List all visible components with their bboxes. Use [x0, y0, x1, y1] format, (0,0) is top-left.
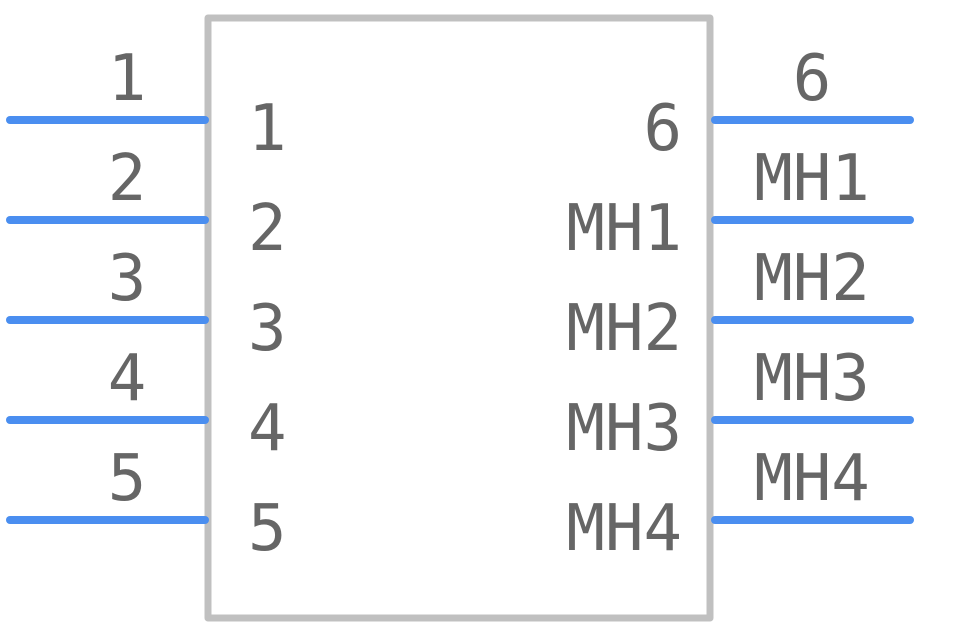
pin-number-label: 1 [108, 42, 147, 116]
pin-name-label: 3 [248, 292, 287, 366]
pin-number-label: MH2 [754, 242, 870, 316]
pin-number-label: 3 [108, 242, 147, 316]
pin-name-label: 4 [248, 392, 287, 466]
pin-number-label: 2 [108, 142, 147, 216]
pin-name-label: 6 [643, 92, 682, 166]
pin-name-label: MH3 [566, 392, 682, 466]
pin-name-label: 2 [248, 192, 287, 266]
pin-number-label: MH4 [754, 442, 870, 516]
pin-6: 66 [643, 42, 914, 166]
pin-4: 44 [6, 342, 287, 466]
pin-number-label: MH3 [754, 342, 870, 416]
pin-name-label: MH2 [566, 292, 682, 366]
pin-5: 55 [6, 442, 287, 566]
pin-number-label: 4 [108, 342, 147, 416]
pin-name-label: 5 [248, 492, 287, 566]
pin-1: 11 [6, 42, 287, 166]
pin-3: 33 [6, 242, 287, 366]
pin-name-label: 1 [248, 92, 287, 166]
pin-number-label: MH1 [754, 142, 870, 216]
pin-2: 22 [6, 142, 287, 266]
pin-number-label: 5 [108, 442, 147, 516]
pin-name-label: MH4 [566, 492, 682, 566]
pin-number-label: 6 [793, 42, 832, 116]
pin-name-label: MH1 [566, 192, 682, 266]
